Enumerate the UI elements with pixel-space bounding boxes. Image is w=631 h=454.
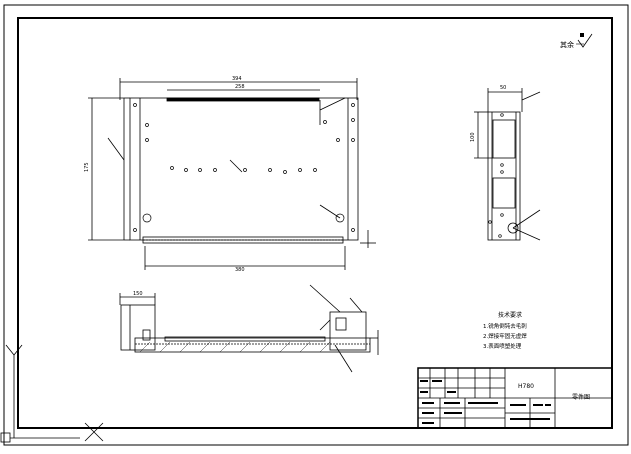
title-part-code: H780 xyxy=(518,383,534,390)
front-view xyxy=(88,78,376,270)
dim-section-top: 150 xyxy=(133,291,143,297)
inner-border xyxy=(17,17,613,429)
surface-finish-symbol: 其余 xyxy=(560,33,593,49)
front-view-holes xyxy=(133,103,355,232)
section-view xyxy=(119,284,379,373)
dim-front-top-inner: 258 xyxy=(235,84,245,90)
tech-req-item-3: 3.表面喷塑处理 xyxy=(483,342,522,350)
side-view xyxy=(474,88,541,241)
tech-req-item-2: 2.焊接牢固无虚焊 xyxy=(483,332,527,340)
technical-requirements: 技术要求 1.锐角倒钝去毛刺 2.焊接牢固无虚焊 3.表面喷塑处理 xyxy=(483,311,527,350)
tech-req-item-1: 1.锐角倒钝去毛刺 xyxy=(483,322,527,330)
tech-req-heading: 技术要求 xyxy=(498,311,522,319)
dim-front-width: 394 xyxy=(232,76,242,82)
crosshair-cursor xyxy=(84,422,104,442)
ucs-icon xyxy=(0,344,80,443)
dim-side-top: 50 xyxy=(500,85,506,91)
dim-side-slot: 100 xyxy=(470,132,476,142)
side-view-holes xyxy=(488,113,504,238)
outer-frame xyxy=(3,4,629,446)
title-block-fills xyxy=(420,380,551,424)
title-drawing-type: 零件图 xyxy=(572,393,590,401)
dim-front-height: 175 xyxy=(84,162,90,172)
surface-symbol-label: 其余 xyxy=(560,40,574,49)
dim-front-bottom: 380 xyxy=(235,267,245,273)
section-view-hatch xyxy=(139,341,331,353)
title-block xyxy=(417,367,613,429)
